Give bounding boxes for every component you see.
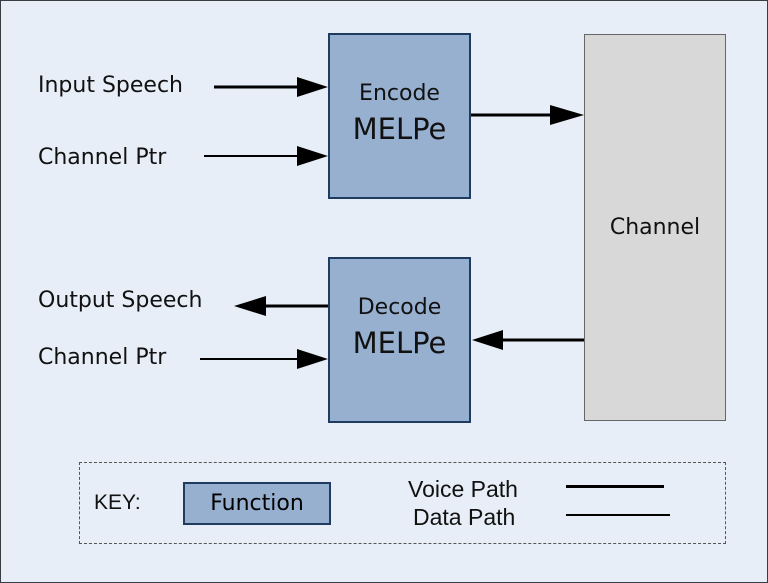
key-legend: KEY: Function Voice Path Data Path xyxy=(79,462,726,544)
decode-block-subtitle: MELPe xyxy=(352,326,447,360)
decode-melpe-block: Decode MELPe xyxy=(328,257,471,423)
encode-block-subtitle: MELPe xyxy=(352,112,447,146)
arrow-encode-to-channel xyxy=(471,105,584,125)
key-title: KEY: xyxy=(94,491,141,514)
arrow-output-speech xyxy=(234,296,328,316)
decode-channel-ptr-label: Channel Ptr xyxy=(38,345,167,370)
encode-block-title: Encode xyxy=(359,81,440,106)
encode-melpe-block: Encode MELPe xyxy=(328,33,471,199)
arrow-decode-channel-ptr xyxy=(200,349,328,369)
decode-block-title: Decode xyxy=(357,295,442,320)
key-function-label: Function xyxy=(210,491,304,516)
key-data-path-line xyxy=(566,514,670,516)
arrow-input-speech xyxy=(214,77,328,97)
arrow-encode-channel-ptr xyxy=(204,146,328,166)
output-speech-label: Output Speech xyxy=(38,288,203,313)
channel-block: Channel xyxy=(584,34,726,421)
input-speech-label: Input Speech xyxy=(38,73,183,98)
encode-channel-ptr-label: Channel Ptr xyxy=(38,145,167,170)
key-function-swatch: Function xyxy=(183,482,331,525)
channel-label: Channel xyxy=(609,215,701,240)
key-voice-path-label: Voice Path xyxy=(408,476,518,502)
key-data-path-label: Data Path xyxy=(413,504,516,530)
arrow-channel-to-decode xyxy=(472,330,584,350)
key-voice-path-line xyxy=(566,485,664,488)
